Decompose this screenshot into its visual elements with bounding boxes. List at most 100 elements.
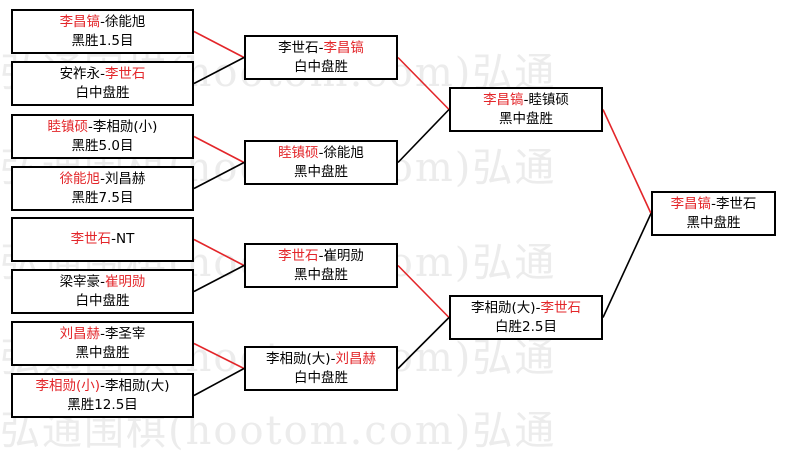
result: 黑胜5.0目: [71, 137, 134, 154]
player-1: 李世石: [278, 247, 319, 264]
separator: -: [535, 299, 541, 316]
match-box: 睦镇硕-李相勋(小)黑胜5.0目: [11, 114, 194, 159]
result: 白中盘胜: [75, 84, 130, 101]
match-box: 李昌镐-睦镇硕黑中盘胜: [449, 87, 603, 132]
match-box: 李世石-崔明勋黑中盘胜: [244, 243, 398, 288]
result: 黑胜12.5目: [67, 396, 138, 413]
player-2: 李相勋(大): [104, 377, 170, 394]
players: 徐能旭-刘昌赫: [60, 170, 146, 189]
players: 睦镇硕-李相勋(小): [48, 118, 158, 137]
player-1: 徐能旭: [59, 170, 101, 187]
player-2: 李世石: [715, 195, 757, 212]
result: 黑中盘胜: [294, 163, 348, 180]
player-2: 李相勋(小): [92, 118, 158, 135]
player-1: 李相勋(小): [35, 377, 101, 394]
result: 白胜2.5目: [495, 318, 557, 335]
player-1: 李昌镐: [59, 13, 101, 30]
final-match-box: 李昌镐-李世石黑中盘胜: [651, 191, 776, 236]
match-box: 李相勋(大)-李世石白胜2.5目: [449, 295, 603, 340]
player-2: 徐能旭: [323, 144, 364, 161]
connector-line: [397, 264, 450, 319]
player-2: 刘昌赫: [104, 170, 146, 187]
bracket-connectors: [193, 30, 652, 397]
player-1: 刘昌赫: [59, 325, 101, 342]
separator: -: [100, 273, 105, 290]
connector-line: [397, 56, 450, 111]
player-2: 崔明勋: [323, 247, 364, 264]
player-2: 李世石: [104, 65, 146, 82]
connector-line: [193, 367, 245, 397]
player-1: 李世石: [70, 231, 112, 247]
connector-line: [602, 109, 652, 214]
connector-line: [602, 213, 652, 318]
players: 刘昌赫-李圣宰: [60, 325, 146, 344]
match-box: 李世石-NT: [11, 217, 194, 262]
players: 李昌镐-徐能旭: [60, 13, 146, 32]
match-box: 李相勋(大)-刘昌赫白中盘胜: [244, 346, 398, 391]
players: 李世石-NT: [71, 230, 135, 249]
separator: -: [100, 170, 105, 187]
separator: -: [88, 118, 93, 135]
players: 李昌镐-睦镇硕: [483, 91, 569, 110]
players: 安祚永-李世石: [60, 65, 146, 84]
players: 李相勋(小)-李相勋(大): [36, 377, 170, 396]
players: 李相勋(大)-刘昌赫: [266, 350, 376, 369]
player-2: 李昌镐: [323, 39, 364, 56]
result: 白中盘胜: [294, 58, 348, 75]
connector-line: [193, 135, 245, 164]
separator: -: [100, 65, 105, 82]
result: 黑中盘胜: [75, 344, 130, 361]
match-box: 李相勋(小)-李相勋(大)黑胜12.5目: [11, 373, 194, 418]
players: 睦镇硕-徐能旭: [278, 144, 364, 163]
player-2: 李世石: [540, 299, 581, 316]
player-2: 睦镇硕: [528, 91, 569, 108]
connector-line: [193, 264, 245, 293]
match-box: 刘昌赫-李圣宰黑中盘胜: [11, 321, 194, 366]
player-2: NT: [116, 231, 135, 247]
result: 黑中盘胜: [686, 214, 741, 231]
separator: -: [318, 144, 324, 161]
connector-line: [193, 342, 245, 370]
players: 李昌镐-李世石: [671, 195, 757, 214]
player-1: 安祚永: [59, 65, 101, 82]
result: 黑胜1.5目: [71, 32, 134, 49]
players: 李世石-崔明勋: [278, 247, 364, 266]
players: 李相勋(大)-李世石: [471, 299, 581, 318]
player-1: 李相勋(大): [471, 299, 536, 316]
player-1: 李昌镐: [483, 91, 524, 108]
player-2: 李圣宰: [104, 325, 146, 342]
players: 李世石-李昌镐: [278, 39, 364, 58]
connector-line: [193, 238, 245, 267]
connector-line: [193, 56, 245, 85]
separator: -: [100, 13, 105, 30]
result: 黑中盘胜: [294, 266, 348, 283]
player-1: 梁宰豪: [59, 273, 101, 290]
separator: -: [711, 195, 716, 212]
players: 梁宰豪-崔明勋: [60, 273, 146, 292]
connector-line: [397, 108, 450, 164]
separator: -: [100, 377, 105, 394]
match-box: 李昌镐-徐能旭黑胜1.5目: [11, 9, 194, 54]
result: 黑胜7.5目: [71, 189, 134, 206]
match-box: 徐能旭-刘昌赫黑胜7.5目: [11, 166, 194, 211]
result: 白中盘胜: [75, 292, 130, 309]
separator: -: [318, 247, 324, 264]
player-2: 崔明勋: [104, 273, 146, 290]
player-1: 睦镇硕: [278, 144, 319, 161]
result: 黑中盘胜: [499, 110, 553, 127]
match-box: 李世石-李昌镐白中盘胜: [244, 35, 398, 80]
separator: -: [100, 325, 105, 342]
connector-line: [193, 30, 245, 59]
separator: -: [111, 231, 116, 247]
player-1: 李世石: [278, 39, 319, 56]
player-2: 徐能旭: [104, 13, 146, 30]
connector-line: [193, 161, 245, 190]
player-1: 李相勋(大): [266, 350, 331, 367]
player-1: 李昌镐: [670, 195, 712, 212]
connector-line: [397, 316, 450, 370]
separator: -: [523, 91, 529, 108]
match-box: 梁宰豪-崔明勋白中盘胜: [11, 269, 194, 314]
separator: -: [330, 350, 336, 367]
result: 白中盘胜: [294, 369, 348, 386]
match-box: 睦镇硕-徐能旭黑中盘胜: [244, 140, 398, 185]
